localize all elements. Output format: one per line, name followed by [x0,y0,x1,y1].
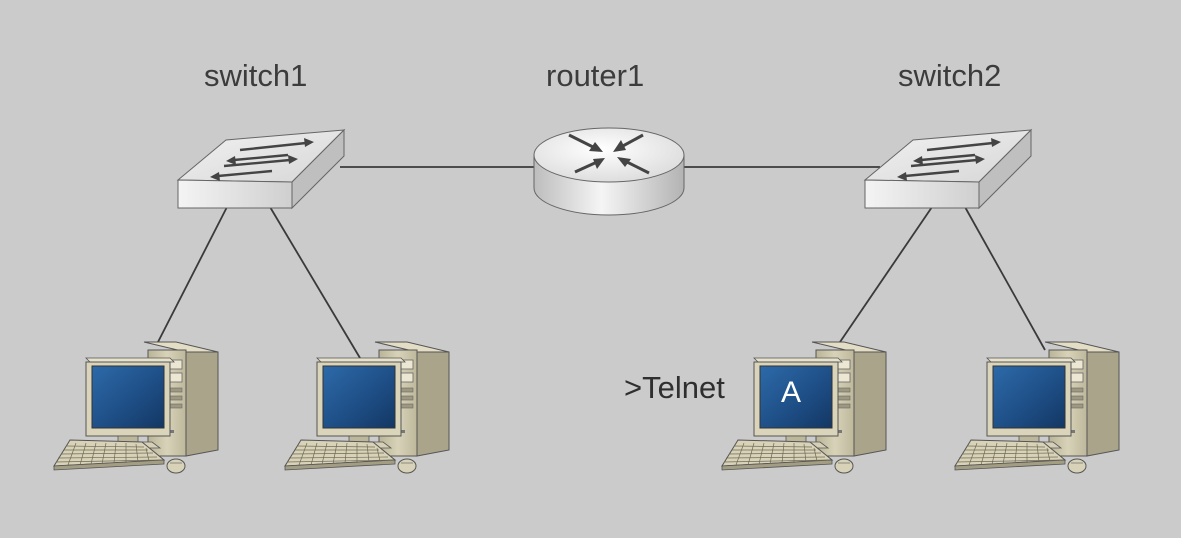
desktop-computer-icon[interactable] [954,341,1120,474]
pc3-screen-text: A [781,376,801,409]
router1-label: router1 [546,58,645,93]
network-links [157,166,1046,359]
telnet-annotation: >Telnet [624,370,725,405]
router-icon[interactable] [533,127,685,216]
switch2-label: switch2 [898,58,1002,93]
link-switch2-pc3 [839,206,933,343]
desktop-computer-icon[interactable] [53,341,219,474]
switch1-label: switch1 [204,58,308,93]
link-switch2-pc4 [964,206,1046,351]
desktop-computer-icon[interactable] [721,341,887,474]
switch2-icon[interactable] [861,128,1033,210]
link-switch1-pc2 [269,206,361,359]
desktop-computer-icon[interactable] [284,341,450,474]
switch1-icon[interactable] [174,128,346,210]
link-switch1-pc1 [157,206,228,343]
